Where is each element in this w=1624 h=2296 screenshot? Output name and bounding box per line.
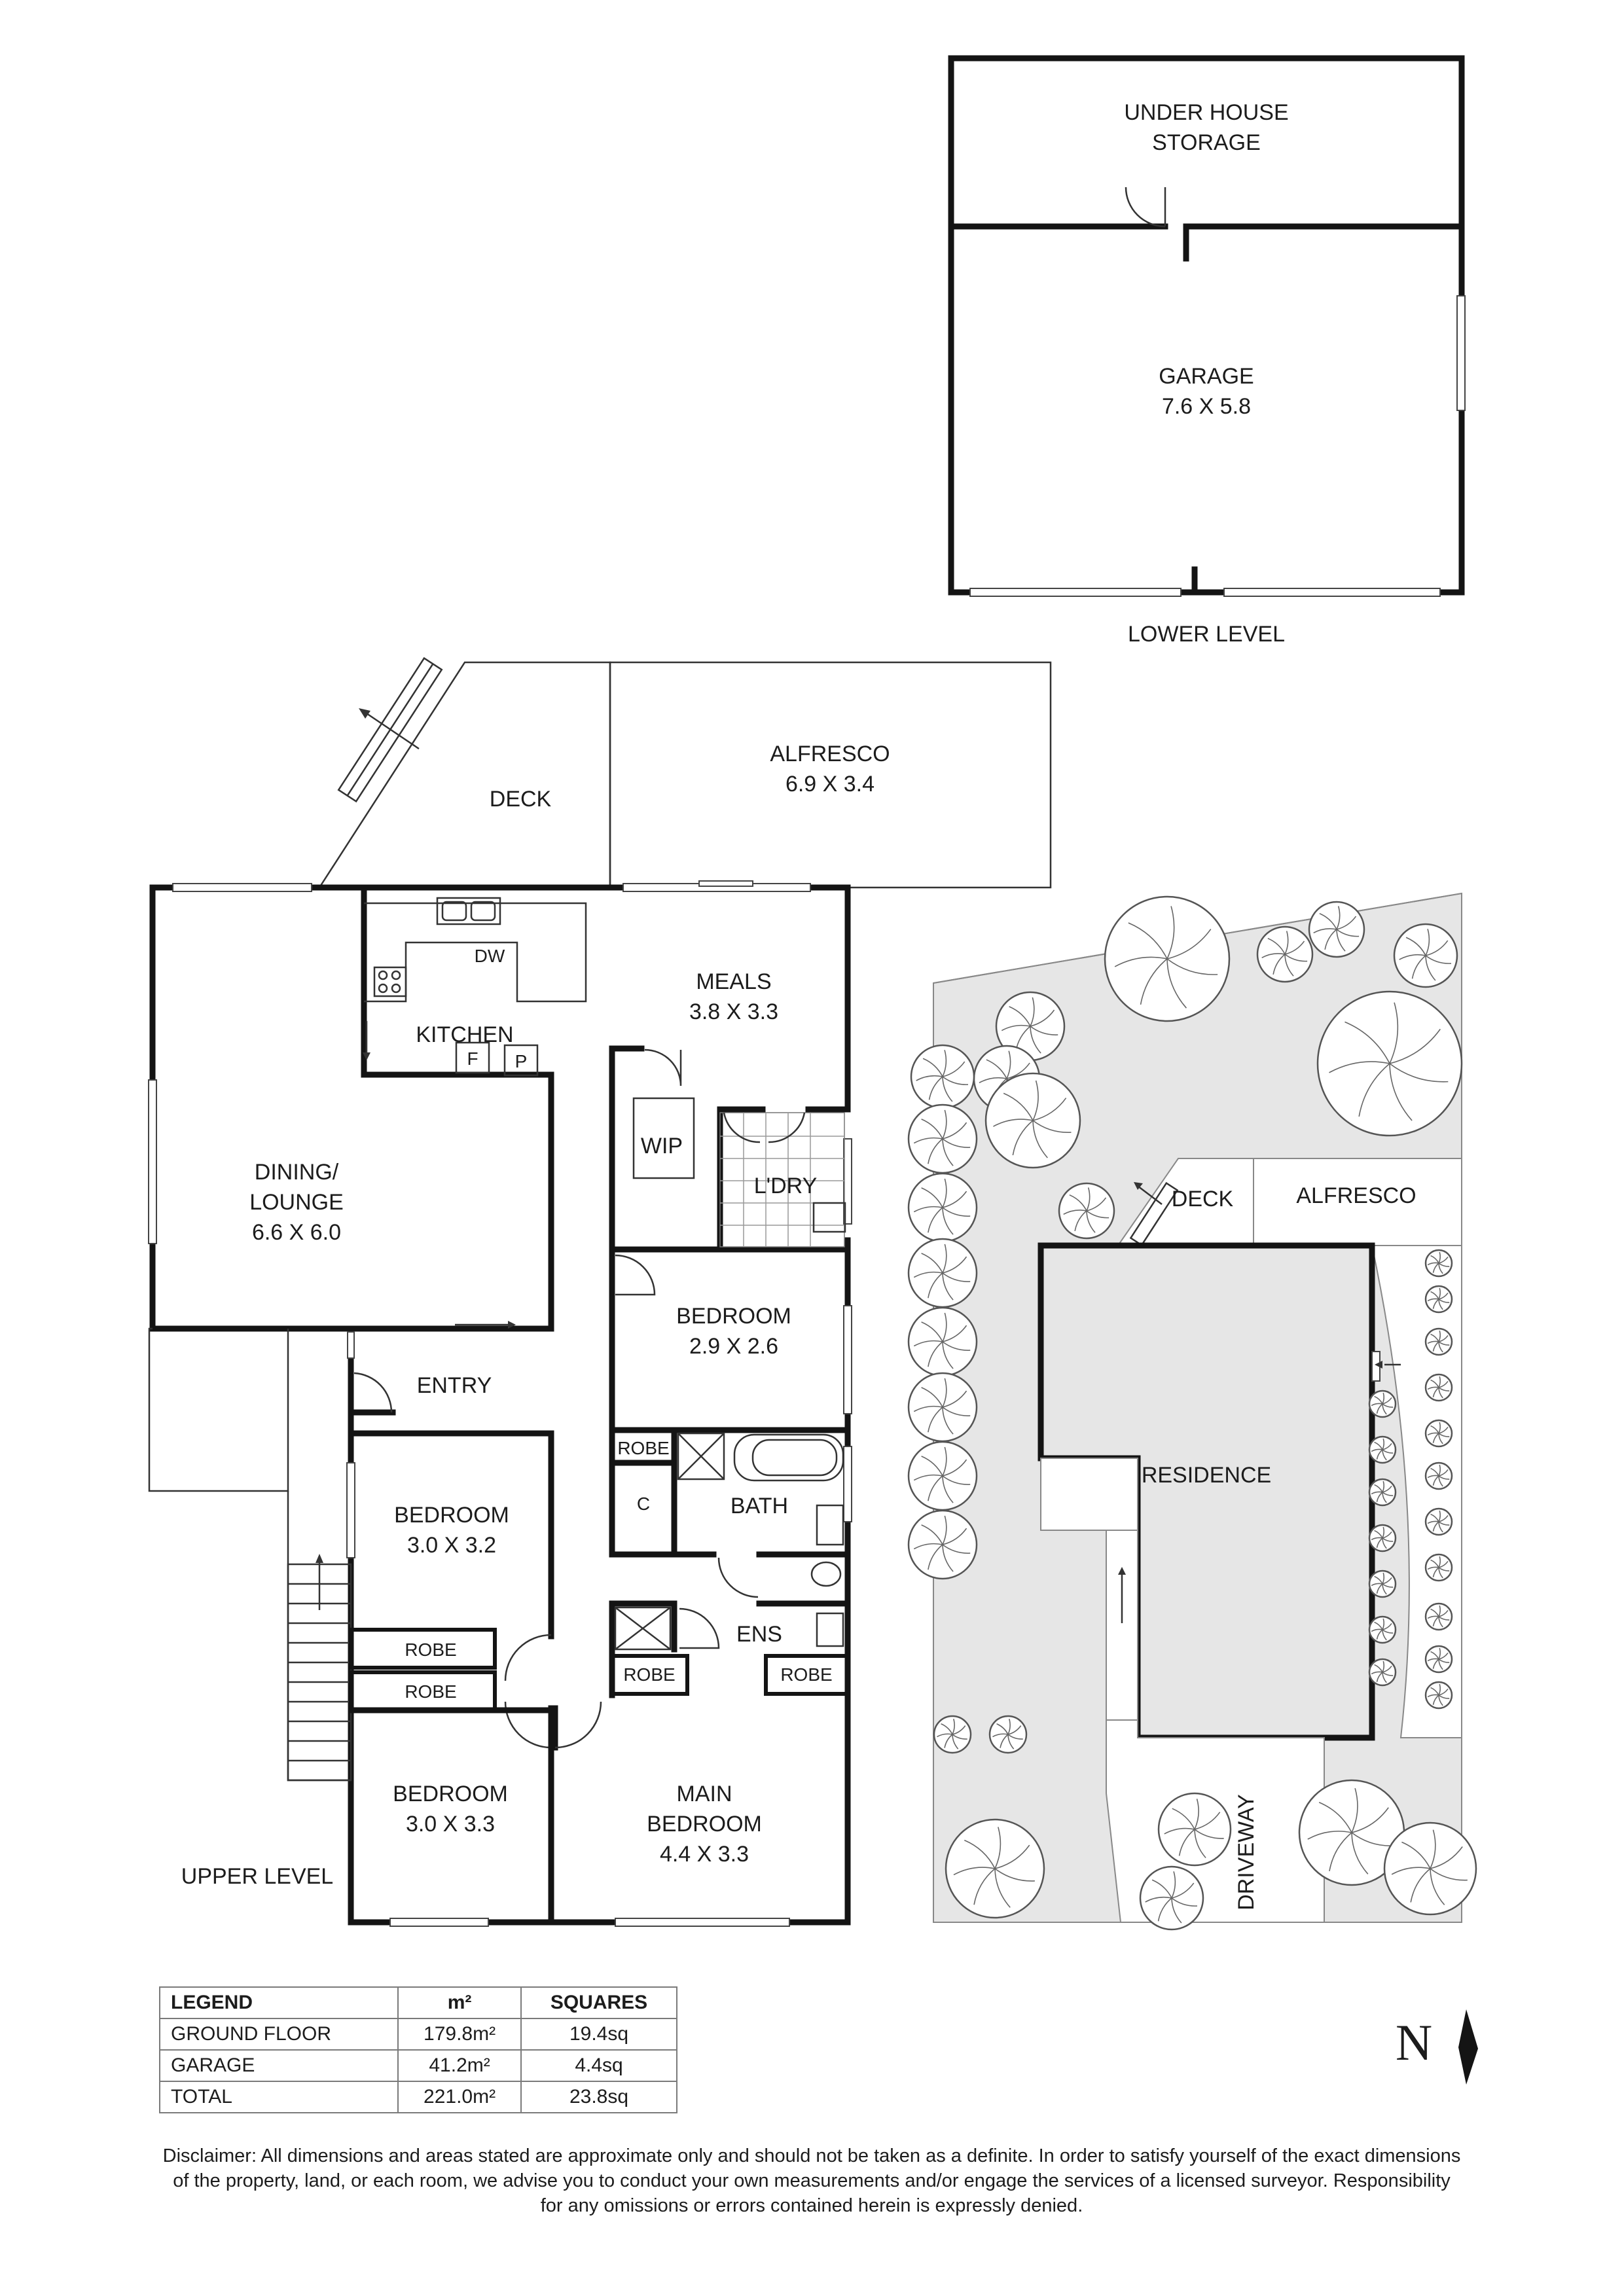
legend-header-m2: m² [397,1986,522,2019]
upper-level-label: UPPER LEVEL [181,1864,333,1889]
kitchen-label: KITCHEN [416,1022,513,1047]
lower-level-label: LOWER LEVEL [1128,622,1285,647]
meals-label: MEALS [696,969,771,994]
robe-label-low: ROBE [405,1681,456,1702]
deck-label: DECK [490,787,552,812]
north-label: N [1396,2014,1432,2071]
entry-label: ENTRY [417,1373,492,1398]
robe-label-main-2: ROBE [780,1664,832,1685]
deck-outline [317,661,611,889]
legend-row-squares: 23.8sq [520,2081,677,2113]
north-arrow: N [1396,2009,1478,2085]
main-bedroom-size: 4.4 X 3.3 [660,1842,749,1867]
robe-label-main-1: ROBE [623,1664,675,1685]
bath-label: BATH [731,1494,788,1518]
site-alfresco-label: ALFRESCO [1296,1183,1416,1208]
dining-lounge-label-1: DINING/ [255,1160,339,1185]
alfresco-label: ALFRESCO [770,742,890,766]
bedroom-low-label: BEDROOM [393,1782,508,1806]
legend-row-squares: 4.4sq [520,2049,677,2082]
legend-row-name: GARAGE [158,2049,399,2082]
pantry-label: P [515,1051,528,1071]
disclaimer-line: of the property, land, or each room, we … [173,2170,1451,2191]
legend-table: LEGEND m² SQUARES GROUND FLOOR 179.8m² 1… [158,1986,677,2113]
laundry-tiles [719,1112,846,1247]
north-arrow-icon [1458,2009,1478,2085]
under-house-storage-label-1: UNDER HOUSE [1124,100,1288,125]
legend-row-m2: 41.2m² [397,2049,522,2082]
robe-label-bath: ROBE [617,1438,669,1458]
legend-row-squares: 19.4sq [520,2018,677,2051]
fridge-label: F [467,1049,478,1069]
legend-header-squares: SQUARES [520,1986,677,2019]
under-house-storage-label-2: STORAGE [1152,130,1261,155]
bedroom-mid-size: 3.0 X 3.2 [407,1533,496,1558]
laundry-label: L'DRY [754,1174,818,1198]
site-trees [907,895,1477,1931]
ensuite-label: ENS [736,1622,782,1647]
robe-label-mid: ROBE [405,1640,456,1660]
bedroom-low-size: 3.0 X 3.3 [406,1812,495,1837]
disclaimer-line: for any omissions or errors contained he… [540,2195,1083,2216]
stairs-upper [287,1554,352,1782]
legend-row-m2: 221.0m² [397,2081,522,2113]
wip-label: WIP [641,1134,683,1158]
bedroom-small-label: BEDROOM [676,1304,791,1329]
upper-level-plan: DW F P KITCHEN MEALS 3.8 X 3.3 DINING/ L… [148,656,1052,1927]
legend-header-name: LEGEND [158,1986,399,2019]
disclaimer-line: Disclaimer: All dimensions and areas sta… [162,2145,1461,2166]
legend-row: GROUND FLOOR 179.8m² 19.4sq [158,2018,677,2051]
legend-row-name: GROUND FLOOR [158,2018,399,2051]
legend-row-m2: 179.8m² [397,2018,522,2051]
legend-header-row: LEGEND m² SQUARES [158,1986,677,2019]
legend-row: GARAGE 41.2m² 4.4sq [158,2049,677,2082]
alfresco-size: 6.9 X 3.4 [785,772,875,797]
legend-row: TOTAL 221.0m² 23.8sq [158,2081,677,2113]
residence-label: RESIDENCE [1142,1463,1271,1488]
site-plan: DRIVEWAY RESIDENCE DECK ALFRESCO [907,892,1477,1931]
lower-level-plan: UNDER HOUSE STORAGE GARAGE 7.6 X 5.8 LOW… [948,55,1466,647]
garage-size: 7.6 X 5.8 [1162,394,1251,419]
dining-lounge-size: 6.6 X 6.0 [252,1220,341,1245]
garage-label: GARAGE [1159,364,1254,389]
main-bedroom-label-2: BEDROOM [647,1812,762,1837]
bedroom-small-size: 2.9 X 2.6 [689,1334,778,1359]
c-label: C [637,1494,650,1514]
dining-lounge-label-2: LOUNGE [249,1190,344,1215]
disclaimer: Disclaimer: All dimensions and areas sta… [52,2144,1571,2218]
main-bedroom-label-1: MAIN [677,1782,732,1806]
site-deck-label: DECK [1172,1187,1234,1211]
meals-size: 3.8 X 3.3 [689,999,778,1024]
legend-row-name: TOTAL [158,2081,399,2113]
dw-label: DW [475,946,505,966]
bedroom-mid-label: BEDROOM [394,1503,509,1528]
driveway-label: DRIVEWAY [1234,1794,1259,1910]
